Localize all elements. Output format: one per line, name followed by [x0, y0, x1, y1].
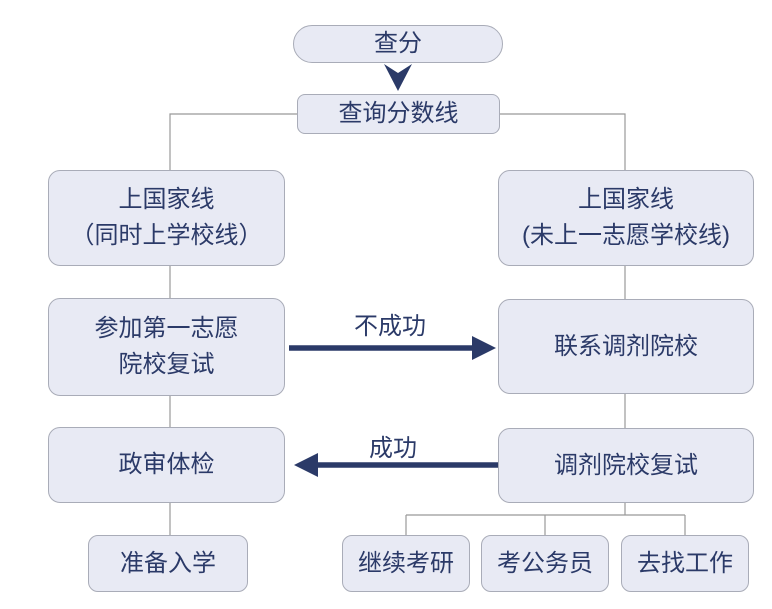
node-label: 联系调剂院校: [554, 332, 698, 360]
node-adjustment-retest: 调剂院校复试: [498, 428, 754, 503]
node-label: 查询分数线: [338, 100, 459, 127]
node-label: 政审体检: [118, 451, 215, 478]
chevron-down-icon: [384, 64, 412, 91]
node-label: 调剂院校复试: [554, 451, 698, 479]
node-label-line1: 上国家线: [118, 186, 215, 213]
node-first-choice-retest: 参加第一志愿 院校复试: [48, 298, 285, 396]
node-label: 查分: [374, 30, 422, 57]
node-label-line2: （同时上学校线）: [70, 222, 263, 249]
node-pass-national-and-school: 上国家线 （同时上学校线）: [48, 170, 285, 266]
node-contact-adjustment: 联系调剂院校: [498, 299, 754, 394]
node-check-score: 查分: [293, 25, 503, 63]
node-label: 去找工作: [637, 549, 733, 577]
node-pass-national-not-school: 上国家线 (未上一志愿学校线): [498, 170, 754, 266]
node-political-physical: 政审体检: [48, 427, 285, 503]
node-query-cutoff: 查询分数线: [297, 94, 500, 134]
node-label: 准备入学: [120, 549, 216, 577]
node-label-line1: 参加第一志愿: [94, 315, 239, 342]
node-continue-postgrad: 继续考研: [342, 535, 470, 592]
node-label-line2: (未上一志愿学校线): [522, 222, 730, 249]
edge-label-successful: 成功: [369, 435, 417, 462]
node-prepare-enrollment: 准备入学: [88, 535, 248, 592]
edge-label-unsuccessful: 不成功: [354, 313, 426, 340]
node-label: 继续考研: [358, 549, 454, 577]
node-label: 考公务员: [497, 549, 593, 577]
node-label-line1: 上国家线: [578, 186, 674, 213]
node-civil-servant: 考公务员: [481, 535, 609, 592]
node-label-line2: 院校复试: [118, 351, 215, 378]
node-find-job: 去找工作: [621, 535, 749, 592]
